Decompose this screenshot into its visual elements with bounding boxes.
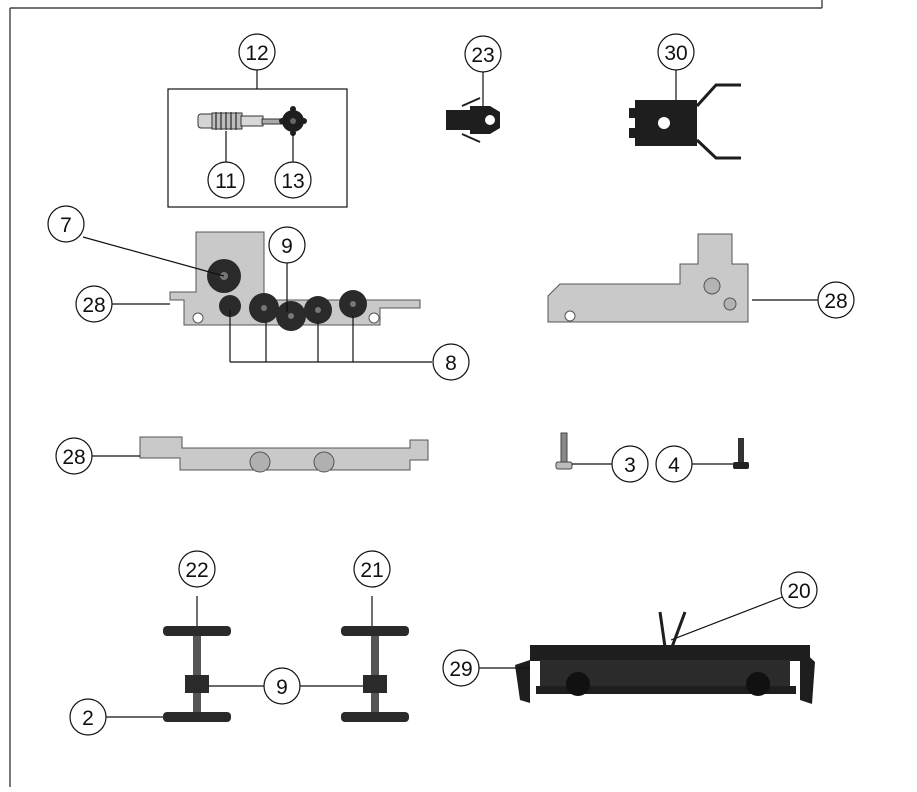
page-frame xyxy=(9,0,823,787)
callout-label-8: 8 xyxy=(445,352,457,375)
callout-label-11: 11 xyxy=(215,170,237,193)
callout-label-28-chassis: 28 xyxy=(62,446,85,469)
wheelset-right xyxy=(341,596,409,722)
part-13-worm-gear xyxy=(279,106,307,136)
callout-label-28-right: 28 xyxy=(824,290,847,313)
bogie-assembly xyxy=(479,595,815,704)
callout-7: 7 xyxy=(47,205,85,243)
callout-label-29: 29 xyxy=(449,658,472,681)
callout-4: 4 xyxy=(655,445,693,483)
callout-label-28-left: 28 xyxy=(82,294,105,317)
leader-lines-gears xyxy=(82,236,432,363)
callout-label-9-bottom: 9 xyxy=(276,676,288,699)
callout-label-21: 21 xyxy=(360,559,383,582)
callout-28-left: 28 xyxy=(75,285,113,323)
screw-part-3 xyxy=(555,432,612,470)
callout-label-20: 20 xyxy=(787,580,810,603)
chassis-plate xyxy=(92,436,429,473)
callout-20: 20 xyxy=(780,571,818,609)
callout-label-12: 12 xyxy=(245,42,268,65)
callout-9-wheelsets: 9 xyxy=(263,667,301,705)
callout-13: 13 xyxy=(274,161,312,199)
callout-28-chassis: 28 xyxy=(55,437,93,475)
callout-23: 23 xyxy=(464,35,502,73)
callout-29: 29 xyxy=(442,649,480,687)
callout-21: 21 xyxy=(353,550,391,588)
callout-11: 11 xyxy=(207,161,245,199)
gear-frame-half-right xyxy=(547,233,818,323)
part-23-clip xyxy=(446,72,500,143)
callout-28-right: 28 xyxy=(817,281,855,319)
part-11-spring-screw xyxy=(197,112,285,130)
callout-3: 3 xyxy=(611,445,649,483)
callout-label-3: 3 xyxy=(624,454,636,477)
part-30-bracket xyxy=(629,70,741,160)
callout-2: 2 xyxy=(69,698,107,736)
callout-label-23: 23 xyxy=(471,44,494,67)
callout-30: 30 xyxy=(657,33,695,71)
gear-train xyxy=(207,259,367,331)
callout-label-2: 2 xyxy=(82,707,94,730)
screw-part-4 xyxy=(692,438,749,469)
callout-label-4: 4 xyxy=(668,454,680,477)
callout-label-13: 13 xyxy=(281,170,304,193)
callout-label-30: 30 xyxy=(664,42,687,65)
callout-label-9-top: 9 xyxy=(281,235,293,258)
callout-22: 22 xyxy=(178,550,216,588)
callout-12: 12 xyxy=(238,33,276,71)
callout-9-gear-frame: 9 xyxy=(268,226,306,264)
callout-label-22: 22 xyxy=(185,559,208,582)
part-12-detail-box xyxy=(167,70,348,208)
callout-label-7: 7 xyxy=(60,214,72,237)
callout-8: 8 xyxy=(432,343,470,381)
wheelset-left xyxy=(105,596,231,722)
